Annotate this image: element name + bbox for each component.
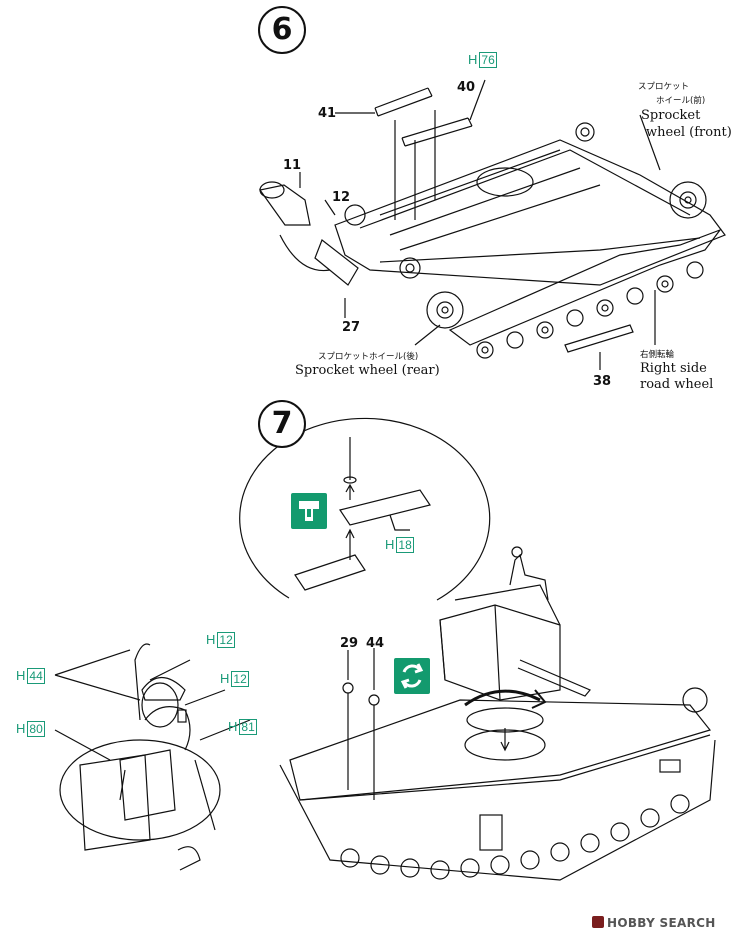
sprocket-front-jp-line1: スプロケット: [638, 82, 690, 92]
step-6-number: 6: [271, 12, 293, 47]
part-number-box: 81: [239, 719, 257, 735]
road-wheel-jp: 右側転輪: [640, 350, 675, 360]
part-number-box: 44: [27, 668, 45, 684]
part-prefix: H: [468, 52, 478, 67]
part-number-box: 12: [217, 632, 235, 648]
part-prefix: H: [385, 537, 395, 552]
sprocket-rear-jp: スプロケットホイール(後): [318, 352, 419, 362]
hobby-search-logo-icon: [592, 916, 604, 928]
lower-hull-drawing: [258, 79, 726, 370]
step-6-badge: 6: [258, 6, 306, 54]
part-prefix: H: [206, 632, 216, 647]
callout-41: 41: [318, 106, 337, 121]
sprocket-front-en-line2: wheel (front): [646, 125, 732, 140]
callout-44: 44: [366, 636, 385, 651]
inset-detail: [239, 417, 491, 601]
part-number-box: 76: [479, 52, 497, 68]
sprocket-front-en-line1: Sprocket: [641, 108, 701, 123]
tank-drawing: [279, 546, 716, 881]
road-wheel-en-line1: Right side: [640, 361, 707, 376]
road-wheel-en-line2: road wheel: [640, 377, 714, 392]
part-number-box: 12: [231, 671, 249, 687]
callout-38: 38: [593, 374, 612, 389]
sprocket-rear-en: Sprocket wheel (rear): [295, 363, 440, 378]
part-prefix: H: [16, 721, 26, 736]
watermark-text: HOBBY SEARCH: [607, 916, 716, 930]
sprocket-rear: [426, 291, 464, 329]
callout-27: 27: [342, 320, 361, 335]
rotate-arrows-icon: [394, 658, 430, 694]
step-7-badge: 7: [258, 400, 306, 448]
callout-12: 12: [332, 190, 351, 205]
callout-40: 40: [457, 80, 476, 95]
sprocket-front-jp-line2: ホイール(前): [656, 96, 706, 106]
part-prefix: H: [16, 668, 26, 683]
part-prefix: H: [228, 719, 238, 734]
callout-11: 11: [283, 158, 302, 173]
watermark: HOBBY SEARCH: [592, 916, 716, 930]
commander-figure: [54, 643, 251, 871]
sprocket-front: [669, 181, 707, 219]
callout-29: 29: [340, 636, 359, 651]
glue-nozzle-icon: [291, 493, 327, 529]
part-prefix: H: [220, 671, 230, 686]
part-number-box: 80: [27, 721, 45, 737]
step-7-number: 7: [271, 406, 293, 441]
part-number-box: 18: [396, 537, 414, 553]
